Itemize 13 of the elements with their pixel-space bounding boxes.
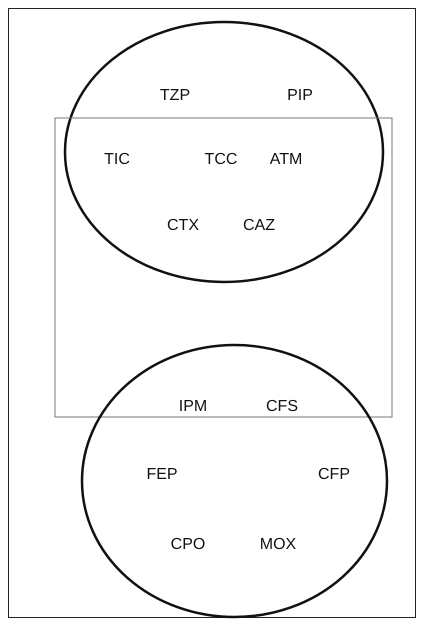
antibiotic-label: CFS: [266, 398, 298, 416]
antibiotic-label: FEP: [146, 466, 178, 484]
antibiotic-label: CPO: [170, 536, 206, 554]
antibiotic-label: PIP: [287, 87, 313, 105]
antibiotic-label: CTX: [167, 217, 199, 235]
antibiotic-label: TCC: [204, 151, 238, 169]
antibiotic-label: MOX: [260, 536, 296, 554]
antibiotic-label: IPM: [178, 398, 208, 416]
antibiotic-label: CAZ: [243, 217, 275, 235]
antibiotic-label: TIC: [104, 151, 130, 169]
antibiotic-label: CFP: [318, 466, 350, 484]
antibiotic-label: TZP: [160, 87, 190, 105]
antibiotic-label: ATM: [270, 151, 302, 169]
